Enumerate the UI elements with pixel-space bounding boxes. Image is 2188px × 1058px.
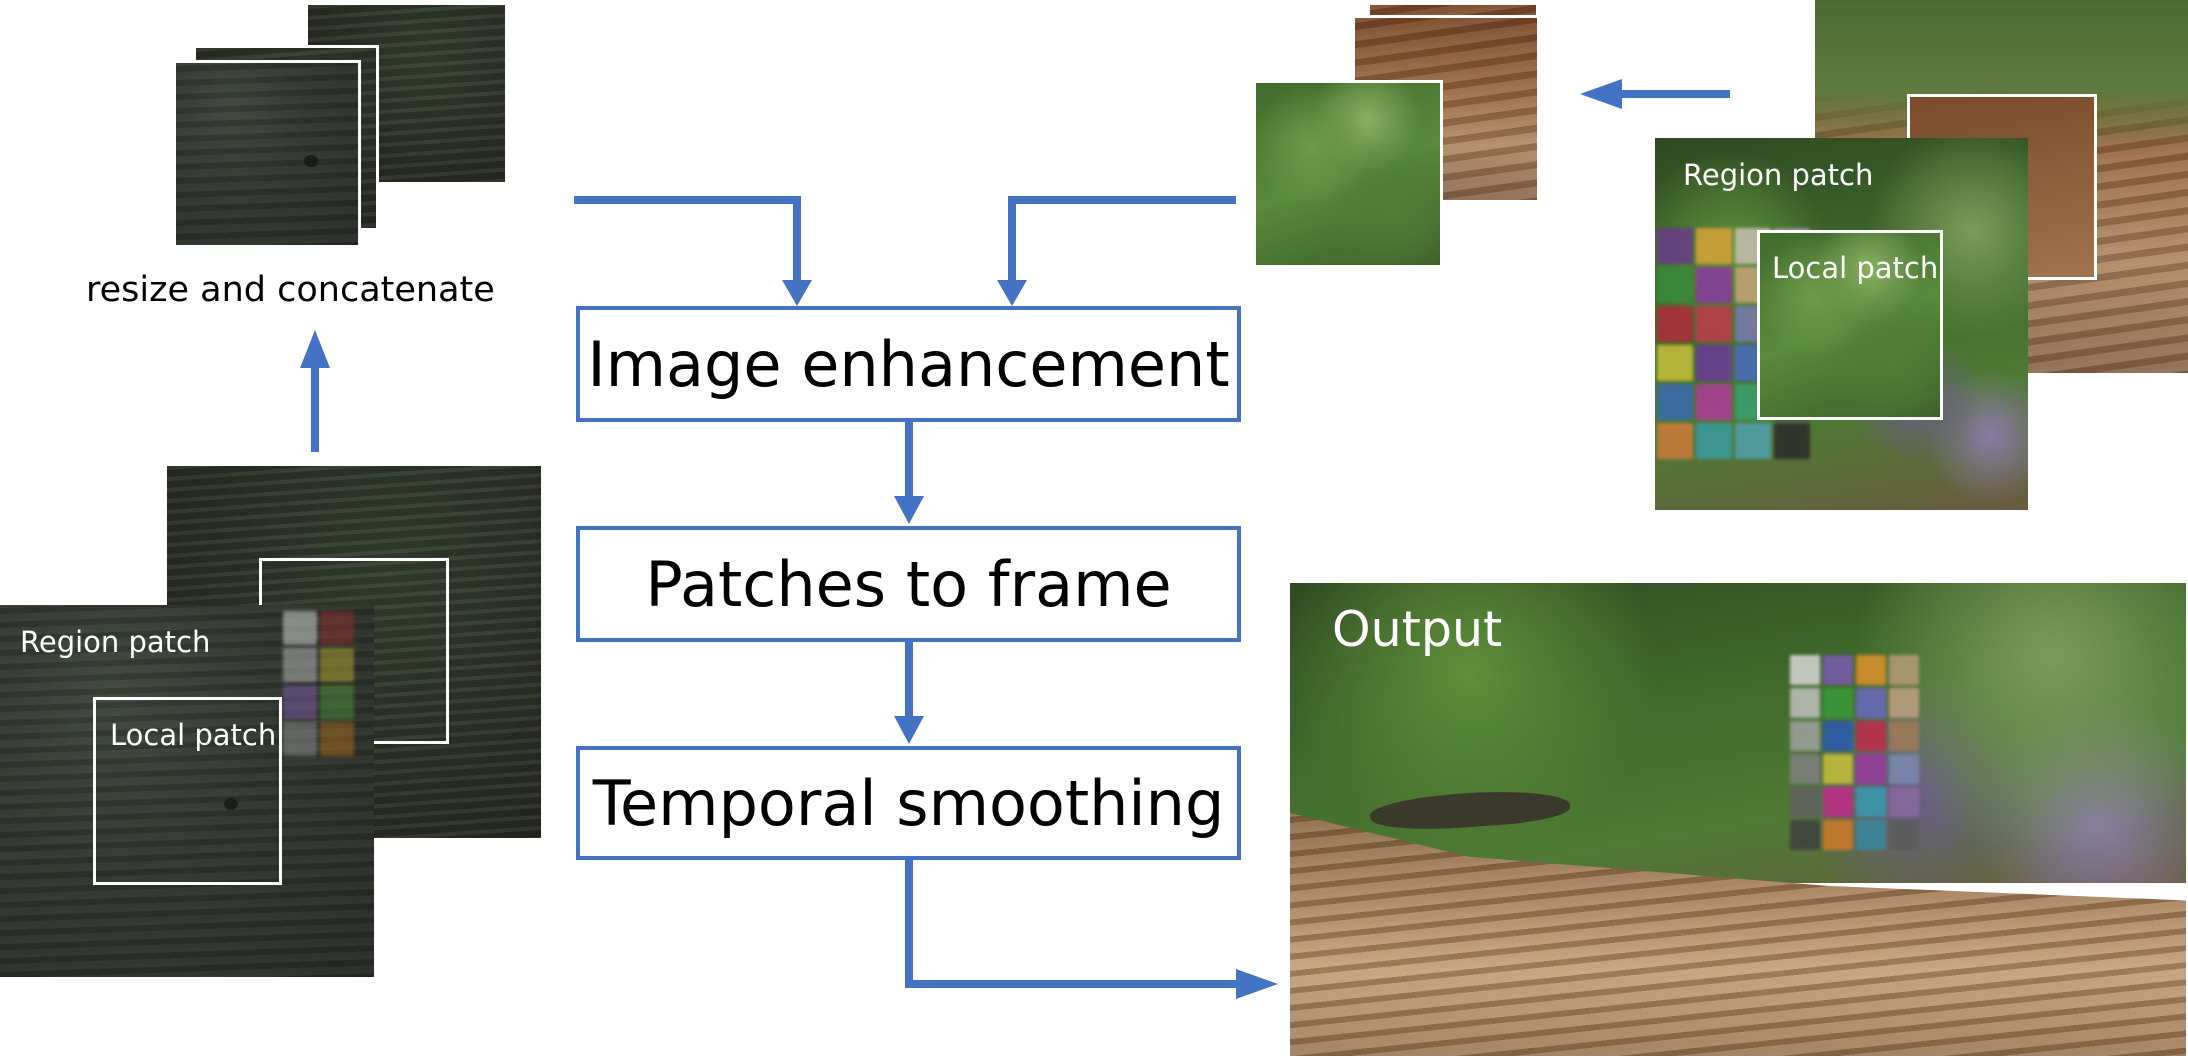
patch-stack-front: [1253, 80, 1443, 268]
right-local-patch-label: Local patch: [1772, 251, 1939, 285]
left-frame-front: Region patch Local patch: [0, 605, 374, 977]
arrowhead-right-feed: [997, 280, 1027, 306]
arrow-smoothing-to-output: [905, 860, 1240, 988]
temporal-smoothing-label: Temporal smoothing: [592, 766, 1225, 840]
arrowhead-patches-to-smoothing: [894, 716, 924, 744]
right-frame-front: Region patch Local patch: [1655, 138, 2028, 510]
arrowhead-crop-left: [1580, 79, 1622, 109]
patches-to-frame-box: Patches to frame: [576, 526, 1241, 642]
arrow-right-feed: [1008, 196, 1236, 282]
output-label: Output: [1332, 601, 1503, 658]
output-image: Output: [1290, 583, 2186, 1056]
right-local-patch-frame: Local patch: [1757, 230, 1943, 420]
patches-to-frame-label: Patches to frame: [645, 547, 1172, 621]
left-region-patch-label: Region patch: [20, 625, 211, 659]
left-local-patch-frame: Local patch: [93, 697, 282, 885]
left-color-checker: [283, 611, 354, 756]
arrowhead-left-feed: [782, 280, 812, 306]
arrow-left-feed: [574, 196, 801, 282]
arrowhead-output: [1236, 969, 1278, 999]
arrowhead-up-resize: [300, 330, 330, 368]
resize-concatenate-label: resize and concatenate: [86, 270, 495, 310]
stack-patch-front: [173, 60, 361, 248]
output-color-checker: [1790, 655, 1919, 850]
temporal-smoothing-box: Temporal smoothing: [576, 746, 1241, 860]
left-local-patch-label: Local patch: [110, 718, 277, 752]
image-enhancement-label: Image enhancement: [587, 327, 1230, 401]
image-enhancement-box: Image enhancement: [576, 306, 1241, 422]
right-region-patch-label: Region patch: [1683, 158, 1874, 192]
arrowhead-enh-to-patches: [894, 496, 924, 524]
